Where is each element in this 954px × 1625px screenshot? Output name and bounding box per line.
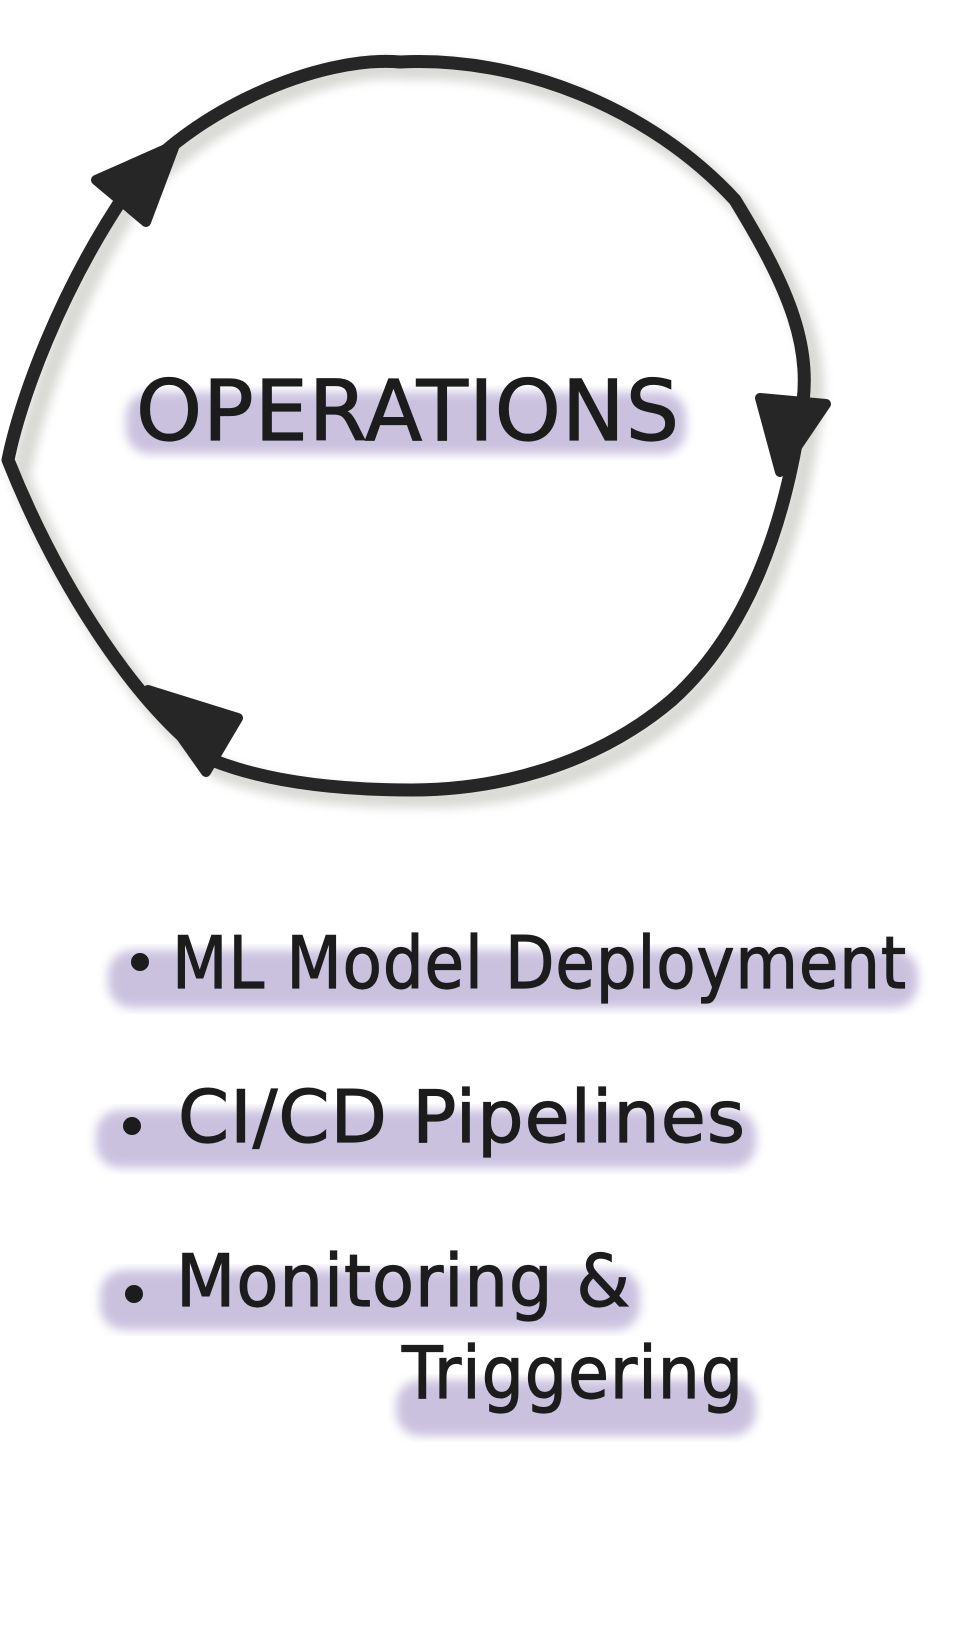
item-3-highlight-line-1 bbox=[100, 1270, 640, 1330]
bullet-1 bbox=[131, 953, 149, 971]
arrowhead-top-left bbox=[91, 140, 180, 227]
bullet-3 bbox=[125, 1285, 143, 1303]
item-1-highlight bbox=[108, 950, 918, 1008]
item-2-label: CI/CD Pipelines bbox=[178, 1075, 746, 1159]
item-1-label: ML Model Deployment bbox=[172, 921, 907, 1005]
item-2-highlight bbox=[96, 1110, 756, 1168]
item-3-label-line-2: Triggering bbox=[401, 1331, 744, 1415]
diagram-title: OPERATIONS bbox=[136, 362, 680, 460]
title-highlight bbox=[126, 392, 686, 454]
bullet-2 bbox=[123, 1117, 141, 1135]
item-3-label-line-1: Monitoring & bbox=[176, 1239, 631, 1323]
arrowhead-bottom-left bbox=[143, 685, 243, 777]
arrowhead-right bbox=[755, 393, 831, 477]
item-3-highlight-line-2 bbox=[396, 1380, 756, 1436]
